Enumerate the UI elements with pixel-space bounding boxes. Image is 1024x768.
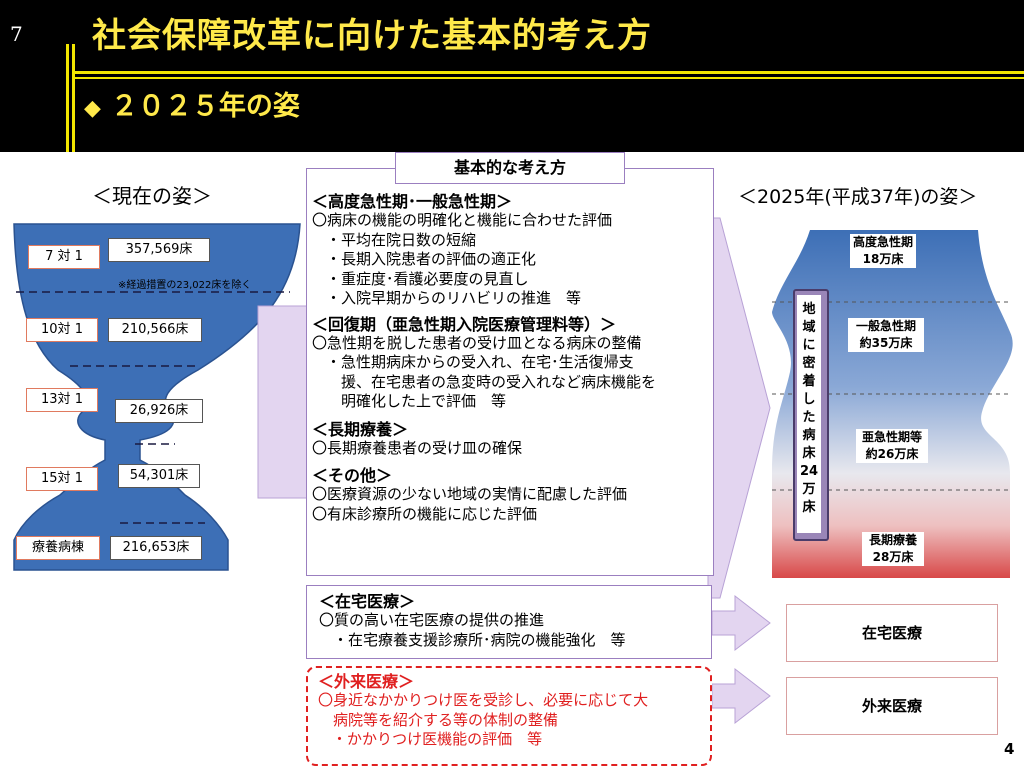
acute-line: ・入院早期からのリハビリの推進 等 bbox=[326, 289, 582, 307]
beds-value-10: 210,566床 bbox=[108, 318, 202, 342]
segment-general-acute: 一般急性期 約35万床 bbox=[848, 318, 924, 352]
acute-line: ・平均在院日数の短縮 bbox=[326, 230, 477, 249]
diamond-icon: ◆ bbox=[84, 96, 101, 121]
basic-approach-box bbox=[306, 168, 714, 576]
ratio-label-ryoyo: 療養病棟 bbox=[16, 536, 100, 560]
beds-value-15: 54,301床 bbox=[118, 464, 200, 488]
section-title-recovery: ＜回復期（亜急性期入院医療管理料等）＞ bbox=[312, 314, 617, 334]
regional-label-char: た bbox=[802, 410, 816, 425]
regional-label-char: し bbox=[802, 392, 816, 407]
page-subtitle: ◆ ２０２５年の姿 bbox=[84, 84, 300, 123]
regional-label-char: 24 bbox=[799, 464, 819, 479]
arrow-outpatient bbox=[711, 667, 771, 725]
arrow-left-big bbox=[257, 188, 311, 499]
tower-shape bbox=[772, 230, 1013, 578]
outpatient-title: ＜外来医療＞ bbox=[318, 672, 415, 691]
regional-label-char: 密 bbox=[802, 356, 816, 371]
regional-label-char: 万 bbox=[802, 482, 816, 497]
segment-name: 一般急性期 bbox=[855, 319, 916, 333]
regional-label-char: 床 bbox=[802, 500, 816, 515]
home-care-box: ＜在宅医療＞ 〇質の高い在宅医療の提供の推進 ・在宅療養支援診療所･病院の機能強… bbox=[306, 585, 712, 659]
recovery-line: 明確化した上で評価 等 bbox=[326, 392, 507, 410]
ratio-label-13: 13対 1 bbox=[26, 388, 98, 412]
home-care-line: ・在宅療養支援診療所･病院の機能強化 等 bbox=[333, 630, 626, 649]
longterm-line: 〇長期療養患者の受け皿の確保 bbox=[312, 438, 523, 457]
future-heading: ＜2025年(平成37年)の姿＞ bbox=[738, 186, 978, 208]
acute-line: ・長期入院患者の評価の適正化 bbox=[326, 250, 537, 268]
beds-value-7: 357,569床 bbox=[108, 238, 210, 262]
segment-high-acute: 高度急性期 18万床 bbox=[850, 234, 916, 268]
transition-note: ※経過措置の23,022床を除く bbox=[118, 280, 252, 291]
home-care-line: 〇質の高い在宅医療の提供の推進 bbox=[319, 611, 545, 629]
recovery-line: 〇急性期を脱した患者の受け皿となる病床の整備 bbox=[312, 333, 642, 352]
subtitle-text: ２０２５年の姿 bbox=[110, 91, 300, 122]
segment-subacute: 亜急性期等 約26万床 bbox=[856, 429, 928, 463]
slide-header bbox=[0, 0, 1024, 152]
future-home-care-box: 在宅医療 bbox=[786, 604, 998, 662]
regional-label-char: に bbox=[802, 338, 816, 353]
regional-label-char: 床 bbox=[802, 446, 816, 461]
current-heading: ＜現在の姿＞ bbox=[92, 184, 212, 208]
segment-name: 長期療養 bbox=[868, 533, 917, 547]
regional-label-char: 着 bbox=[802, 374, 816, 389]
basic-approach-heading: 基本的な考え方 bbox=[395, 152, 625, 184]
acute-line: ・重症度･看護必要度の見直し bbox=[326, 269, 529, 288]
segment-name: 亜急性期等 bbox=[861, 430, 922, 444]
segment-beds: 28万床 bbox=[872, 550, 914, 564]
page-title: 社会保障改革に向けた基本的考え方 bbox=[92, 16, 652, 56]
segment-beds: 約26万床 bbox=[865, 447, 919, 461]
segment-name: 高度急性期 bbox=[852, 235, 913, 249]
outpatient-box: ＜外来医療＞ 〇身近なかかりつけ医を受診し、必要に応じて大 病院等を紹介する等の… bbox=[306, 666, 712, 766]
acute-line: 〇病床の機能の明確化と機能に合わせた評価 bbox=[312, 211, 613, 229]
section-title-acute: ＜高度急性期･一般急性期＞ bbox=[312, 192, 513, 211]
ratio-label-10: 10対 1 bbox=[26, 318, 98, 342]
recovery-line: 援、在宅患者の急変時の受入れなど病床機能を bbox=[326, 372, 657, 391]
outpatient-line: 〇身近なかかりつけ医を受診し、必要に応じて大 bbox=[318, 691, 649, 709]
regional-label-char: 域 bbox=[802, 320, 816, 335]
basic-approach-content: ＜高度急性期･一般急性期＞ 〇病床の機能の明確化と機能に合わせた評価 ・平均在院… bbox=[312, 192, 710, 524]
beds-value-13: 26,926床 bbox=[115, 399, 203, 423]
ratio-label-7: 7 対 1 bbox=[28, 245, 100, 269]
arrow-home-care bbox=[711, 594, 771, 652]
recovery-line: ・急性期病床からの受入れ、在宅･生活復帰支 bbox=[326, 353, 634, 371]
future-outpatient-box: 外来医療 bbox=[786, 677, 998, 735]
accent-bar-vertical bbox=[72, 44, 75, 152]
section-title-longterm: ＜長期療養＞ bbox=[312, 419, 409, 439]
regional-label-char: 病 bbox=[802, 428, 816, 443]
ratio-label-15: 15対 1 bbox=[26, 467, 98, 491]
outpatient-line: ・かかりつけ医機能の評価 等 bbox=[332, 730, 543, 748]
accent-bar-horizontal bbox=[75, 77, 1024, 79]
other-line: 〇医療資源の少ない地域の実情に配慮した評価 bbox=[312, 485, 628, 503]
home-care-title: ＜在宅医療＞ bbox=[319, 592, 416, 611]
outpatient-line: 病院等を紹介する等の体制の整備 bbox=[318, 710, 559, 729]
page-number: 4 bbox=[1004, 740, 1015, 758]
regional-label-char: 地 bbox=[802, 302, 816, 317]
beds-value-ryoyo: 216,653床 bbox=[110, 536, 202, 560]
segment-longterm: 長期療養 28万床 bbox=[862, 532, 924, 566]
segment-beds: 18万床 bbox=[862, 252, 904, 266]
section-title-other: ＜その他＞ bbox=[312, 466, 393, 485]
other-line: 〇有床診療所の機能に応じた評価 bbox=[312, 504, 538, 523]
segment-beds: 約35万床 bbox=[859, 336, 913, 350]
slide-number: 7 bbox=[10, 22, 23, 46]
accent-bar-horizontal bbox=[75, 71, 1024, 74]
accent-bar-vertical bbox=[66, 44, 69, 152]
